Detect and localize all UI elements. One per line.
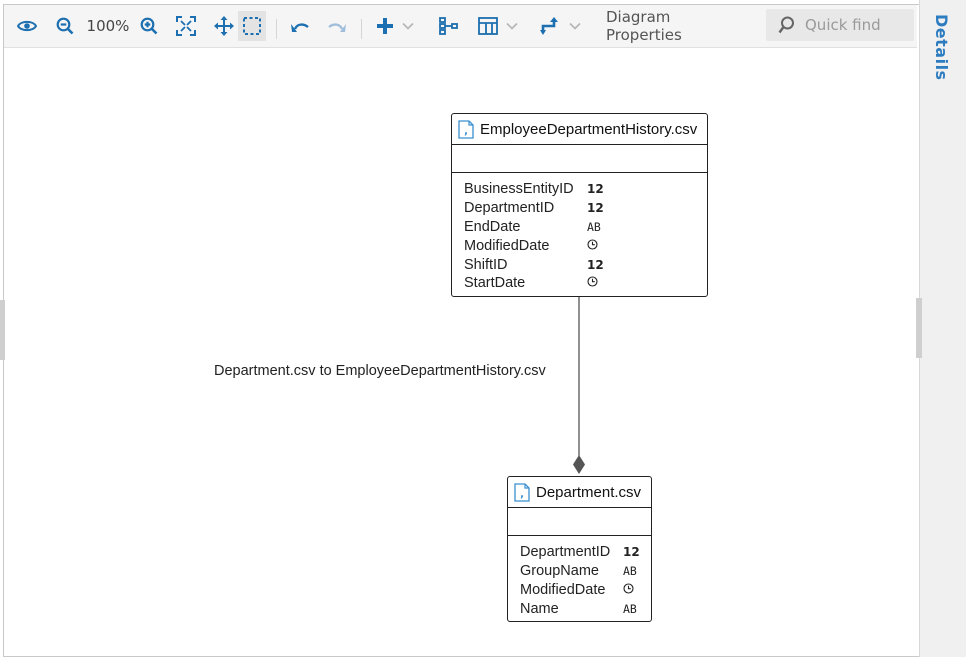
field-name: ModifiedDate [520, 581, 606, 598]
quick-find-box[interactable] [766, 9, 915, 41]
add-icon[interactable] [374, 5, 396, 47]
undo-icon[interactable] [288, 5, 312, 47]
field-row[interactable]: GroupName AB [520, 562, 651, 581]
field-name: GroupName [520, 563, 599, 580]
field-row[interactable]: EndDate AB [464, 218, 707, 237]
details-tab[interactable]: Details [932, 14, 951, 81]
clock-icon [623, 583, 634, 597]
field-name: StartDate [464, 275, 526, 292]
field-name: BusinessEntityID [464, 181, 574, 198]
auto-layout-icon[interactable] [437, 5, 461, 47]
field-name: DepartmentID [520, 544, 611, 561]
toolbar-divider [276, 19, 277, 39]
field-row[interactable]: ModifiedDate [464, 236, 707, 255]
entity-title: EmployeeDepartmentHistory.csv [480, 120, 698, 138]
relationship-label[interactable]: Department.csv to EmployeeDepartmentHist… [214, 363, 546, 379]
numeric-type-icon: 12 [587, 201, 604, 216]
toolbar-divider [361, 19, 362, 39]
chevron-down-icon[interactable] [504, 5, 520, 47]
field-row[interactable]: ModifiedDate [520, 581, 651, 600]
zoom-level[interactable]: 100% [86, 17, 130, 35]
select-area-icon[interactable] [238, 11, 266, 41]
relationship-connector[interactable] [0, 0, 918, 657]
chevron-down-icon[interactable] [400, 5, 416, 47]
field-name: ModifiedDate [464, 237, 550, 254]
field-row[interactable]: BusinessEntityID 12 [464, 180, 707, 199]
field-row[interactable]: Name AB [520, 599, 651, 618]
csv-file-icon: , [458, 119, 474, 139]
svg-text:,: , [520, 489, 524, 500]
chevron-down-icon[interactable] [567, 5, 583, 47]
entity-header[interactable]: , EmployeeDepartmentHistory.csv [452, 114, 707, 145]
numeric-type-icon: 12 [623, 545, 640, 560]
field-name: ShiftID [464, 256, 508, 273]
eye-icon[interactable] [14, 5, 40, 47]
field-name: DepartmentID [464, 200, 555, 217]
text-type-icon: AB [623, 601, 637, 616]
left-collapse-handle[interactable] [0, 300, 5, 360]
entity-header[interactable]: , Department.csv [508, 477, 651, 508]
entity-empty-section [508, 508, 651, 536]
clock-icon [587, 276, 598, 290]
connector-icon[interactable] [539, 5, 563, 47]
pan-icon[interactable] [211, 5, 237, 47]
numeric-type-icon: 12 [587, 182, 604, 197]
right-collapse-handle[interactable] [916, 298, 922, 358]
redo-icon[interactable] [325, 5, 349, 47]
csv-file-icon: , [514, 482, 530, 502]
entity-fields: BusinessEntityID 12 DepartmentID 12 EndDat… [452, 173, 707, 295]
quick-find-input[interactable] [803, 15, 915, 35]
text-type-icon: AB [587, 219, 601, 234]
diagram-properties-button[interactable]: Diagram Properties [606, 8, 682, 44]
entity-title: Department.csv [536, 483, 642, 501]
details-side-panel: Details [916, 0, 966, 657]
entity-empty-section [452, 145, 707, 173]
zoom-in-icon[interactable] [137, 5, 161, 47]
field-row[interactable]: ShiftID 12 [464, 255, 707, 274]
table-layout-icon[interactable] [476, 5, 500, 47]
entity-department[interactable]: , Department.csv DepartmentID 12 GroupNam… [507, 476, 652, 622]
field-row[interactable]: DepartmentID 12 [520, 543, 651, 562]
toolbar: 100% Diagram Properties [4, 5, 917, 48]
field-row[interactable]: DepartmentID 12 [464, 199, 707, 218]
text-type-icon: AB [623, 564, 637, 579]
field-name: EndDate [464, 218, 521, 235]
numeric-type-icon: 12 [587, 257, 604, 272]
entity-employee-department-history[interactable]: , EmployeeDepartmentHistory.csv Business… [451, 113, 708, 297]
svg-text:,: , [464, 126, 468, 137]
field-name: Name [520, 600, 559, 617]
fit-to-screen-icon[interactable] [173, 5, 199, 47]
search-icon [778, 16, 795, 34]
zoom-out-icon[interactable] [53, 5, 77, 47]
clock-icon [587, 239, 598, 253]
field-row[interactable]: StartDate [464, 274, 707, 293]
